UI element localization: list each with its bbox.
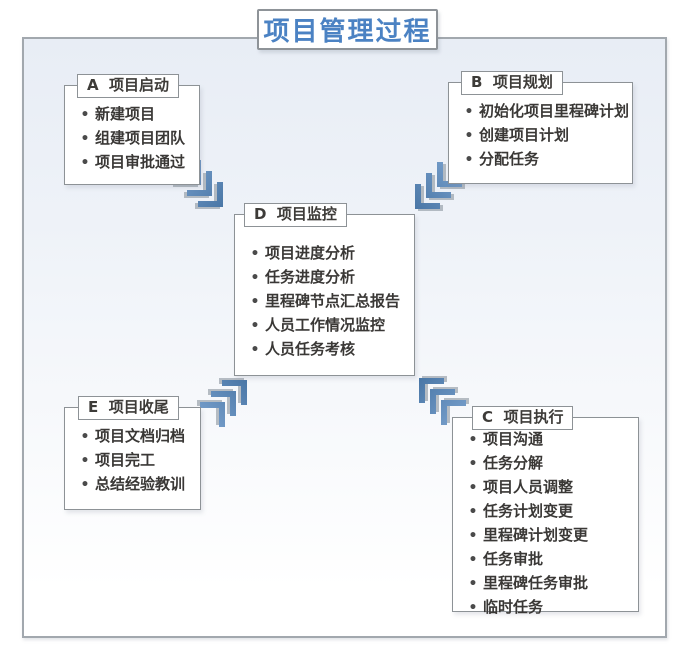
list-item: • 临时任务: [463, 596, 634, 620]
list-item: • 任务分解: [463, 452, 634, 476]
list-item: • 新建项目: [75, 103, 195, 127]
bullet-icon: •: [468, 456, 478, 472]
phase-e-item-list: • 项目文档归档 • 项目完工 • 总结经验教训: [65, 408, 200, 497]
bullet-icon: •: [250, 318, 260, 334]
list-item: • 里程碑计划变更: [463, 524, 634, 548]
bullet-icon: •: [80, 155, 90, 171]
bullet-icon: •: [468, 528, 478, 544]
list-item: • 总结经验教训: [75, 473, 196, 497]
item-text: 人员任务考核: [265, 340, 356, 358]
item-text: 里程碑任务审批: [483, 574, 589, 592]
item-text: 里程碑节点汇总报告: [265, 292, 401, 310]
list-item: • 项目文档归档: [75, 425, 196, 449]
bullet-icon: •: [464, 152, 474, 168]
list-item: • 项目完工: [75, 449, 196, 473]
bullet-icon: •: [80, 429, 90, 445]
item-text: 分配任务: [479, 150, 540, 168]
arrow-c-to-d-icon: [419, 376, 469, 425]
phase-box-project-execution: C 项目执行 • 项目沟通 • 任务分解 • 项目人员调整 • 任务计划变更 • 里程碑计…: [452, 406, 639, 616]
list-item: • 任务计划变更: [463, 500, 634, 524]
list-item: • 任务审批: [463, 548, 634, 572]
list-item: • 项目进度分析: [245, 242, 410, 266]
bullet-icon: •: [250, 270, 260, 286]
bullet-icon: •: [80, 131, 90, 147]
bullet-icon: •: [80, 107, 90, 123]
bullet-icon: •: [468, 600, 478, 616]
phase-label-a: A 项目启动: [77, 74, 180, 98]
item-text: 初始化项目里程碑计划: [479, 102, 630, 120]
item-text: 新建项目: [95, 105, 156, 123]
item-text: 项目沟通: [483, 430, 544, 448]
item-text: 项目文档归档: [95, 427, 186, 445]
phase-box-project-initiation: A 项目启动 • 新建项目 • 组建项目团队 • 项目审批通过: [64, 74, 200, 185]
list-item: • 里程碑节点汇总报告: [245, 290, 410, 314]
item-text: 项目完工: [95, 451, 156, 469]
item-text: 任务审批: [483, 550, 544, 568]
item-text: 任务进度分析: [265, 268, 356, 286]
bullet-icon: •: [464, 128, 474, 144]
phase-label-b: B 项目规划: [461, 71, 563, 95]
item-text: 任务分解: [483, 454, 544, 472]
list-item: • 项目沟通: [463, 428, 634, 452]
phase-d-item-list: • 项目进度分析 • 任务进度分析 • 里程碑节点汇总报告 • 人员工作情况监控 • 人员…: [235, 215, 414, 362]
item-text: 人员工作情况监控: [265, 316, 386, 334]
item-text: 组建项目团队: [95, 129, 186, 147]
list-item: • 分配任务: [459, 148, 628, 172]
phase-label-c: C 项目执行: [472, 406, 574, 430]
phase-a-item-list: • 新建项目 • 组建项目团队 • 项目审批通过: [65, 86, 199, 175]
bullet-icon: •: [250, 342, 260, 358]
phase-box-project-planning: B 项目规划 • 初始化项目里程碑计划 • 创建项目计划 • 分配任务: [448, 71, 633, 184]
item-text: 里程碑计划变更: [483, 526, 589, 544]
bullet-icon: •: [468, 480, 478, 496]
item-text: 项目人员调整: [483, 478, 574, 496]
phase-c-item-list: • 项目沟通 • 任务分解 • 项目人员调整 • 任务计划变更 • 里程碑计划变更 • 任务…: [453, 418, 638, 620]
bullet-icon: •: [468, 552, 478, 568]
list-item: • 项目人员调整: [463, 476, 634, 500]
list-item: • 创建项目计划: [459, 124, 628, 148]
arrow-e-to-d-icon: [197, 378, 247, 427]
item-text: 项目审批通过: [95, 153, 186, 171]
list-item: • 人员工作情况监控: [245, 314, 410, 338]
bullet-icon: •: [80, 453, 90, 469]
bullet-icon: •: [468, 432, 478, 448]
item-text: 总结经验教训: [95, 475, 186, 493]
bullet-icon: •: [250, 294, 260, 310]
item-text: 项目进度分析: [265, 244, 356, 262]
item-text: 任务计划变更: [483, 502, 574, 520]
bullet-icon: •: [464, 104, 474, 120]
bullet-icon: •: [468, 504, 478, 520]
list-item: • 初始化项目里程碑计划: [459, 100, 630, 124]
bullet-icon: •: [250, 246, 260, 262]
diagram-title-box: 项目管理过程: [257, 9, 438, 50]
phase-box-project-closure: E 项目收尾 • 项目文档归档 • 项目完工 • 总结经验教训: [64, 396, 201, 510]
list-item: • 任务进度分析: [245, 266, 410, 290]
item-text: 创建项目计划: [479, 126, 570, 144]
arrow-b-to-d-icon: [415, 162, 465, 211]
bullet-icon: •: [468, 576, 478, 592]
list-item: • 组建项目团队: [75, 127, 195, 151]
phase-label-d: D 项目监控: [244, 203, 347, 227]
list-item: • 人员任务考核: [245, 338, 410, 362]
phase-label-e: E 项目收尾: [78, 396, 179, 420]
diagram-title: 项目管理过程: [263, 17, 432, 47]
bullet-icon: •: [80, 477, 90, 493]
list-item: • 里程碑任务审批: [463, 572, 634, 596]
phase-b-item-list: • 初始化项目里程碑计划 • 创建项目计划 • 分配任务: [449, 83, 632, 172]
list-item: • 项目审批通过: [75, 151, 195, 175]
item-text: 临时任务: [483, 598, 544, 616]
phase-box-project-monitoring: D 项目监控 • 项目进度分析 • 任务进度分析 • 里程碑节点汇总报告 • 人员工作情…: [234, 203, 415, 376]
